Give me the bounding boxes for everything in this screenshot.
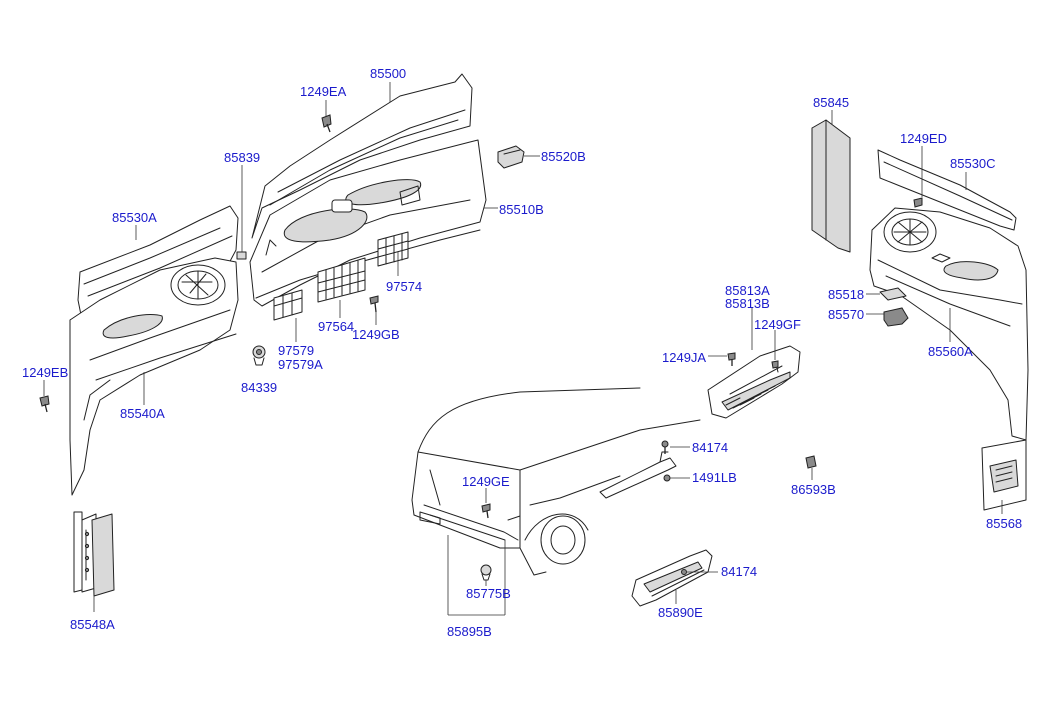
label-85813B: 85813B (725, 296, 770, 311)
leaders-left-upper (295, 82, 498, 342)
label-85570: 85570 (828, 307, 864, 322)
label-84174-upper: 84174 (692, 440, 728, 455)
label-1249GB: 1249GB (352, 327, 400, 342)
label-85560A: 85560A (928, 344, 973, 359)
label-85839: 85839 (224, 150, 260, 165)
screw-1249GE (481, 488, 491, 519)
label-85500: 85500 (370, 66, 406, 81)
label-84174-lower: 84174 (721, 564, 757, 579)
label-86593B: 86593B (791, 482, 836, 497)
label-1249JA: 1249JA (662, 350, 706, 365)
clip-86593B (805, 455, 817, 480)
screw-1249EB (39, 380, 50, 413)
screw-1249ED (913, 146, 923, 208)
pad-85518 (866, 287, 907, 301)
step-rail-85895B (447, 535, 506, 616)
label-1249ED: 1249ED (900, 131, 947, 146)
screw-1249JA (708, 352, 736, 366)
label-85775B: 85775B (466, 586, 511, 601)
clip-84339 (252, 345, 266, 366)
screw-1249EA (321, 100, 332, 133)
label-1249GF: 1249GF (754, 317, 801, 332)
label-97564: 97564 (318, 319, 354, 334)
label-84339: 84339 (241, 380, 277, 395)
label-85510B: 85510B (499, 202, 544, 217)
label-85568: 85568 (986, 516, 1022, 531)
clip-85570 (866, 307, 909, 327)
label-85895B: 85895B (447, 624, 492, 639)
label-1491LB: 1491LB (692, 470, 737, 485)
trim-panel-85510B (249, 139, 487, 321)
label-85845: 85845 (813, 95, 849, 110)
label-97579A: 97579A (278, 357, 323, 372)
step-trim-85890E (631, 549, 718, 607)
pillar-trim-85548A (73, 511, 115, 612)
label-85540A: 85540A (120, 406, 165, 421)
wheel-arch-trim (599, 440, 690, 499)
clip-85775B (480, 564, 492, 586)
trim-panel-85540A (69, 257, 239, 496)
label-85890E: 85890E (658, 605, 703, 620)
label-85520B: 85520B (541, 149, 586, 164)
trim-panel-85530C (877, 149, 1017, 231)
label-85548A: 85548A (70, 617, 115, 632)
label-85518: 85518 (828, 287, 864, 302)
label-85530A: 85530A (112, 210, 157, 225)
label-1249GE: 1249GE (462, 474, 510, 489)
clip-85839 (236, 165, 247, 260)
trim-panel-85560A (869, 207, 1029, 441)
label-97574: 97574 (386, 279, 422, 294)
label-85813A: 85813A (725, 283, 770, 298)
label-85530C: 85530C (950, 156, 996, 171)
van-body (411, 387, 701, 576)
bracket-85520B (497, 145, 540, 169)
label-1249EA: 1249EA (300, 84, 347, 99)
label-1249EB: 1249EB (22, 365, 68, 380)
pillar-85845 (811, 110, 851, 253)
screw-1249GB (369, 295, 379, 325)
cover-85568 (981, 439, 1027, 514)
screw-1249GF (771, 330, 779, 369)
label-97579: 97579 (278, 343, 314, 358)
trim-panel-85500 (251, 73, 473, 239)
